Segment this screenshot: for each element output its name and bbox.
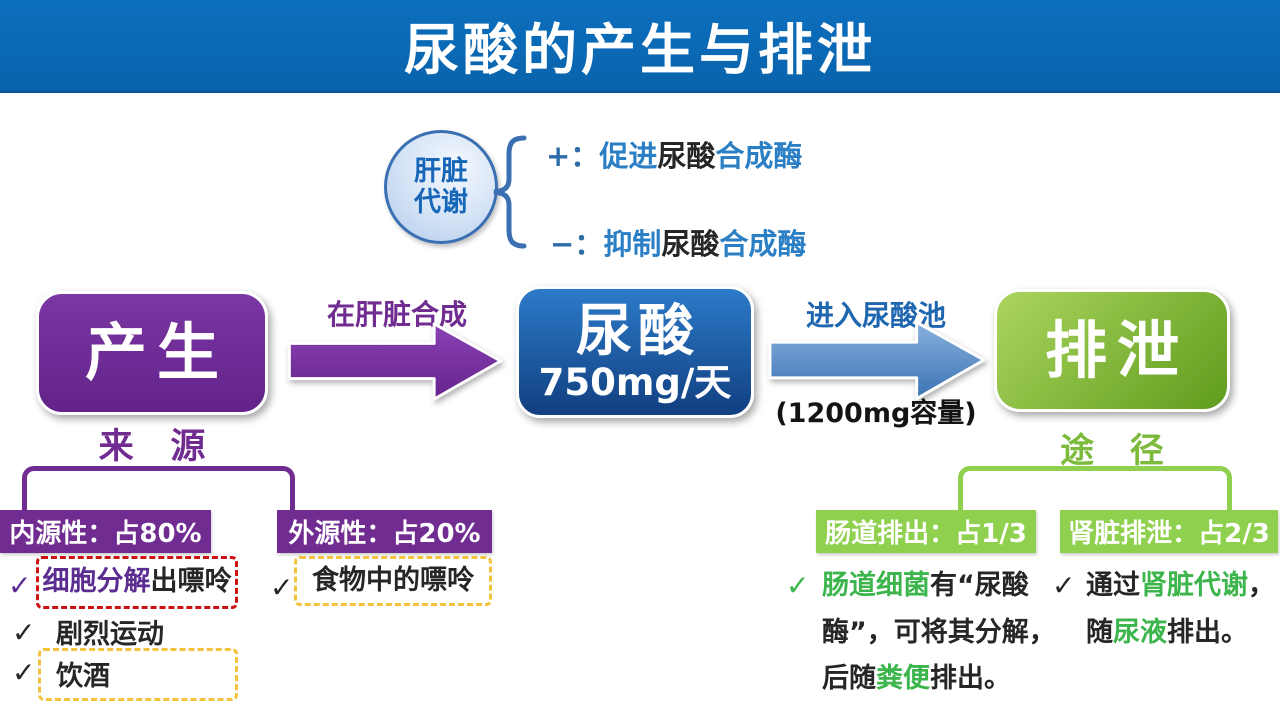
arrow1-label: 在肝脏合成 [326, 298, 467, 331]
plus-sign: +： [546, 139, 600, 173]
enzyme-word: 合成酶 [719, 227, 807, 261]
gut-note-line2: 酶”，可将其分解， [822, 617, 1056, 648]
food-purine-box: 食物中的嘌呤 [294, 556, 492, 606]
inhibit-line: −：抑制尿酸合成酶 [550, 221, 806, 263]
check-icon: ✓ [270, 571, 294, 604]
kidney-note-line1-post: ， [1248, 570, 1275, 601]
cell-breakdown-highlight: 细胞分解 [42, 566, 151, 598]
produce-label: 产生 [84, 316, 229, 389]
kidney-note-line2-pre: 随 [1086, 617, 1113, 648]
excrete-box: 排泄 [994, 289, 1230, 412]
source-item-4: 食物中的嘌呤 [312, 564, 474, 596]
urine-highlight: 尿液 [1113, 617, 1167, 648]
brace-icon [493, 135, 527, 249]
check-icon: ✓ [12, 616, 36, 649]
page-title: 尿酸的产生与排泄 [403, 18, 876, 82]
gut-note-line1-rest: 有“尿酸 [930, 570, 1029, 601]
gut-note-line3-pre: 后随 [822, 663, 876, 694]
produce-box: 产生 [36, 291, 268, 415]
kidney-note-line1: 通过肾脏代谢， [1086, 570, 1275, 602]
uric-word: 尿酸 [661, 227, 720, 261]
minus-sign: −： [550, 227, 604, 261]
pool-capacity-label: (1200mg容量) [775, 398, 977, 429]
check-icon: ✓ [1052, 569, 1076, 602]
inhibit-word: 抑制 [603, 227, 662, 261]
exogenous-header: 外源性：占20% [277, 510, 492, 553]
gut-header: 肠道排出：占1/3 [816, 510, 1036, 553]
uric-word: 尿酸 [657, 139, 716, 173]
uric-acid-box: 尿酸 750mg/天 [516, 286, 754, 418]
feces-highlight: 粪便 [876, 663, 930, 694]
promote-line: +：促进尿酸合成酶 [546, 133, 802, 175]
kidney-note-line2: 随尿液排出。 [1086, 617, 1248, 649]
source-label: 来 源 [98, 427, 218, 467]
gut-note-line3: 后随粪便排出。 [822, 663, 1011, 695]
cell-breakdown-box: 细胞分解出嘌呤 [36, 556, 238, 609]
path-label: 途 径 [1060, 431, 1176, 471]
purple-arrow-icon [287, 322, 503, 401]
path-bracket [958, 466, 1232, 511]
excrete-label: 排泄 [1044, 313, 1189, 387]
liver-metabolism-circle: 肝脏 代谢 [384, 130, 498, 244]
check-icon: ✓ [786, 569, 810, 602]
liver-circle-line1: 肝脏 [414, 155, 468, 187]
promote-word: 促进 [599, 139, 658, 173]
kidney-note-line1-pre: 通过 [1086, 570, 1140, 601]
title-banner: 尿酸的产生与排泄 [0, 0, 1280, 93]
source-item-3: 饮酒 [56, 661, 110, 692]
uric-amount: 750mg/天 [538, 360, 732, 404]
kidney-note-line2-post: 排出。 [1167, 617, 1248, 648]
gut-note-line1: 肠道细菌有“尿酸 [822, 570, 1029, 602]
uric-label: 尿酸 [576, 298, 700, 364]
gut-note-line3-post: 排出。 [930, 663, 1011, 694]
check-icon: ✓ [12, 656, 36, 689]
kidney-metabolism-highlight: 肾脏代谢 [1140, 570, 1248, 601]
endogenous-header: 内源性：占80% [0, 510, 211, 553]
kidney-header: 肾脏排泄：占2/3 [1060, 510, 1278, 553]
alcohol-box [38, 648, 238, 701]
gut-bacteria-highlight: 肠道细菌 [822, 570, 930, 601]
blue-arrow-icon [768, 320, 986, 401]
source-bracket [22, 466, 295, 511]
enzyme-word: 合成酶 [715, 139, 803, 173]
check-icon: ✓ [8, 569, 32, 602]
source-item-2: 剧烈运动 [56, 619, 164, 650]
source-item-1: 细胞分解出嘌呤 [43, 566, 232, 598]
liver-circle-line2: 代谢 [414, 187, 468, 218]
cell-breakdown-rest: 出嘌呤 [150, 566, 232, 598]
